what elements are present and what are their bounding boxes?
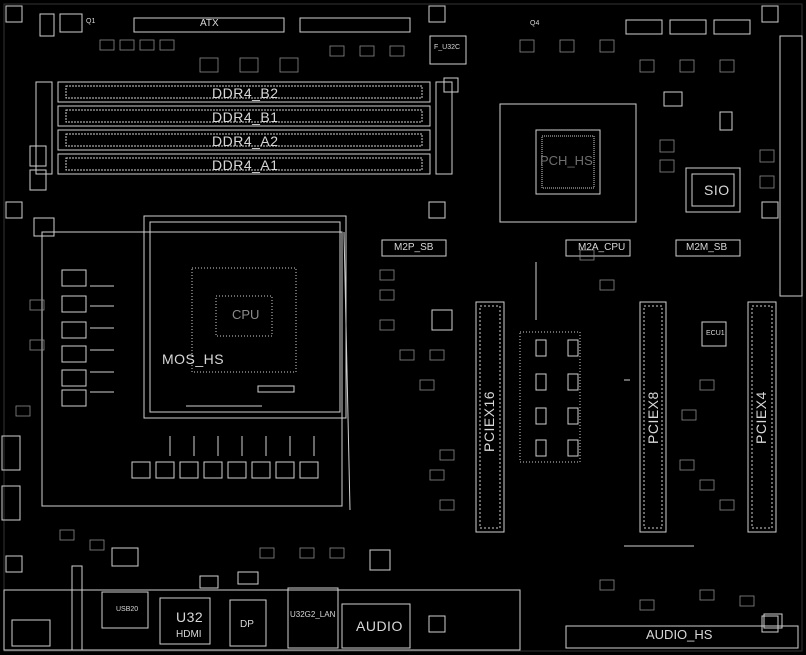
pch-chip [535, 129, 601, 195]
cpu-label: CPU [232, 307, 260, 322]
pciex8-label: PCIEX8 [645, 391, 661, 444]
audio-heatsink-outline [565, 625, 799, 649]
m2p-sb-slot [381, 239, 447, 257]
pciex16-slot [475, 301, 505, 533]
audio-hs-label: AUDIO_HS [646, 627, 713, 642]
usb20-port [101, 591, 149, 629]
mos-heatsink-outline [41, 231, 343, 507]
lan-port [287, 587, 339, 649]
ddr4-a1-label: DDR4_A1 [212, 157, 279, 173]
ecu1-label: ECU1 [706, 330, 725, 337]
atx-label: ATX [200, 18, 219, 29]
hdmi-label: HDMI [176, 629, 202, 640]
mount-hole [428, 5, 446, 23]
dimm-slot-a1 [57, 153, 431, 175]
dimm-slot-a2 [57, 129, 431, 151]
pch-hs-label: PCH_HS [540, 153, 593, 168]
audio-port [341, 603, 411, 649]
pciex8-slot [639, 301, 667, 533]
rear-io-area [3, 589, 521, 651]
usb20-label: USB20 [116, 606, 139, 613]
m2m-sb-slot [675, 239, 741, 257]
m2p-sb-label: M2P_SB [394, 242, 434, 253]
lan-label: U32G2_LAN [290, 610, 336, 619]
dimm-slot-b1 [57, 105, 431, 127]
u32-port [159, 597, 211, 645]
q4-label: Q4 [530, 20, 540, 27]
mount-hole [5, 5, 23, 23]
mos-hs-label: MOS_HS [162, 351, 225, 367]
sio-chip [685, 167, 741, 213]
ddr4-b1-label: DDR4_B1 [212, 109, 279, 125]
cpu-pad-grid [191, 267, 297, 373]
f-u32c-label: F_U32C [434, 44, 461, 51]
sio-label: SIO [704, 182, 730, 198]
dp-label: DP [240, 619, 254, 630]
pch-heatsink-outline [499, 103, 637, 223]
atx-connector [133, 17, 285, 33]
q1-label: Q1 [86, 18, 96, 25]
ddr4-b2-label: DDR4_B2 [212, 85, 279, 101]
pciex4-label: PCIEX4 [753, 391, 769, 444]
m2a-cpu-label: M2A_CPU [578, 242, 626, 253]
m2m-sb-label: M2M_SB [686, 242, 728, 253]
pciex16-label: PCIEX16 [481, 390, 497, 452]
ddr4-a2-label: DDR4_A2 [212, 133, 279, 149]
dp-port [229, 599, 267, 647]
m2a-cpu-slot [565, 239, 631, 257]
u32-label: U32 [176, 609, 204, 625]
pciex4-slot [747, 301, 777, 533]
audio-label: AUDIO [356, 618, 403, 634]
dimm-slot-b2 [57, 81, 431, 103]
mount-hole [761, 5, 779, 23]
